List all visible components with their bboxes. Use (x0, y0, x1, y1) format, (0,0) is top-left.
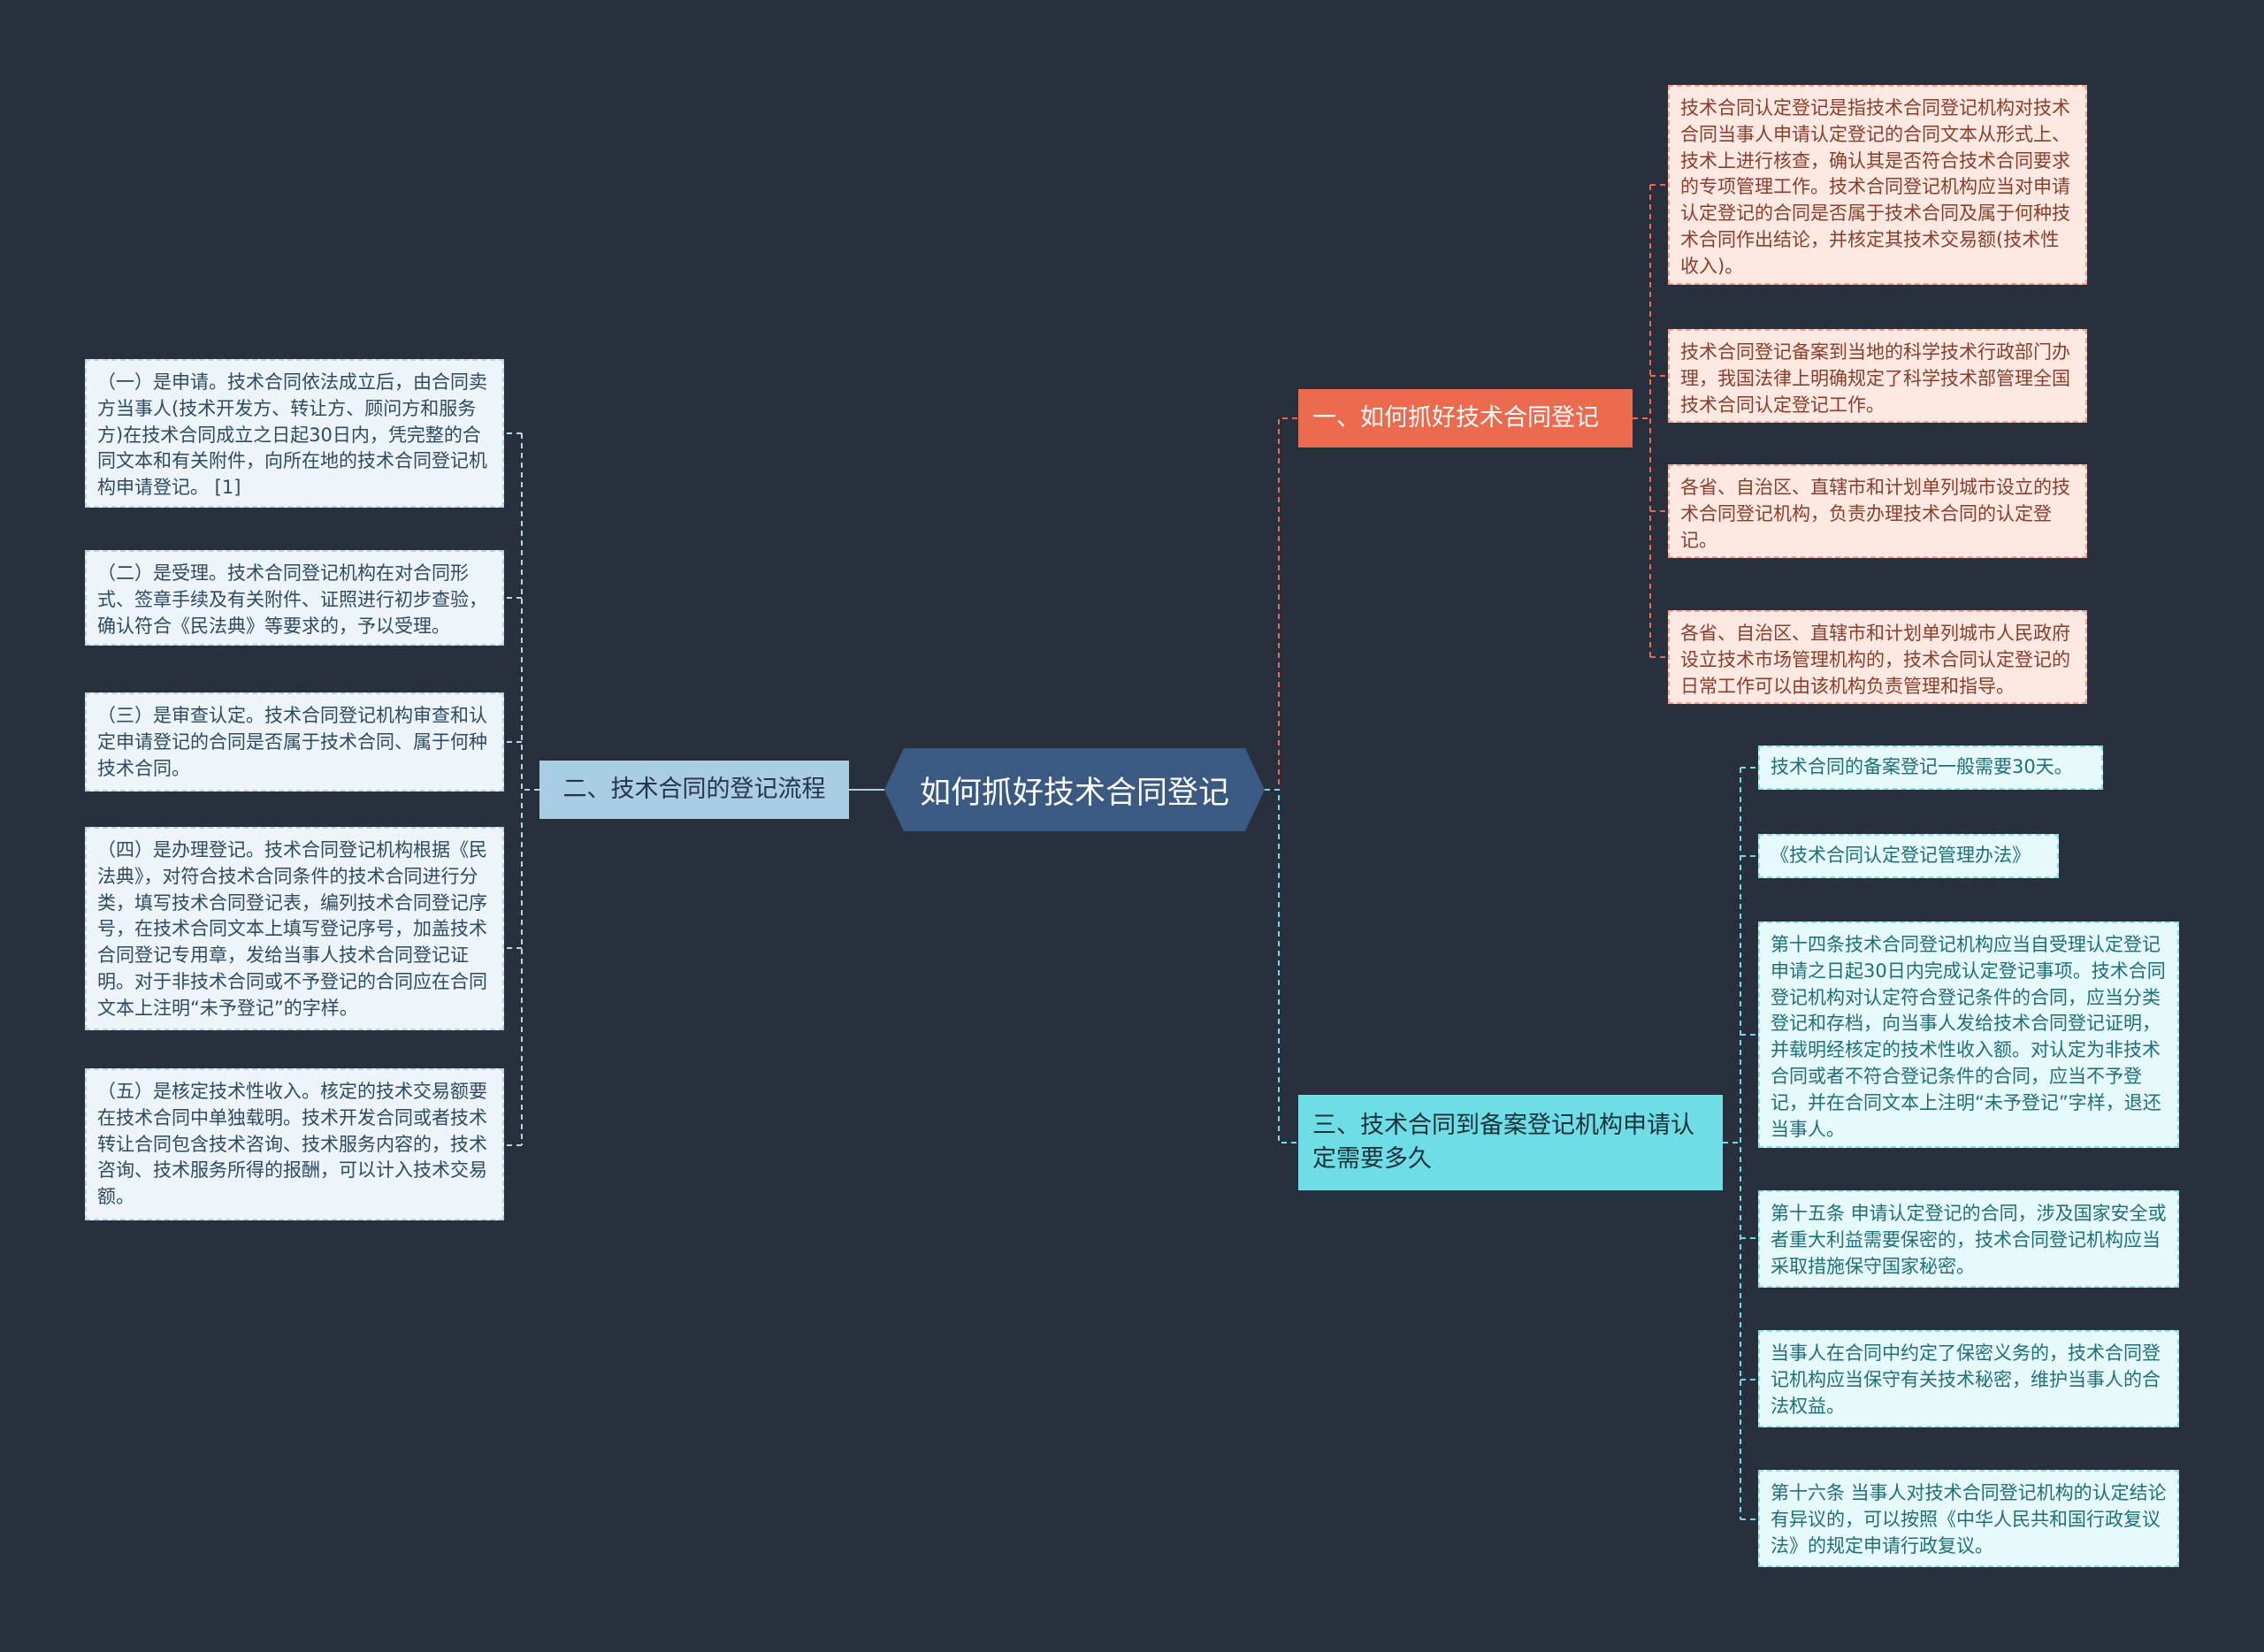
leaf-article-14[interactable]: 第十四条技术合同登记机构应当自受理认定登记申请之日起30日内完成认定登记事项。技… (1758, 922, 2179, 1148)
leaf-step-accept[interactable]: （二）是受理。技术合同登记机构在对合同形式、签章手续及有关附件、证照进行初步查验… (85, 550, 504, 646)
leaf-step-register[interactable]: （四）是办理登记。技术合同登记机构根据《民法典》，对符合技术合同条件的技术合同进… (85, 827, 504, 1030)
leaf-market-management-agency[interactable]: 各省、自治区、直辖市和计划单列城市人民政府设立技术市场管理机构的，技术合同认定登… (1668, 610, 2087, 704)
leaf-step-verify-income[interactable]: （五）是核定技术性收入。核定的技术交易额要在技术合同中单独载明。技术开发合同或者… (85, 1068, 504, 1220)
leaf-confidentiality[interactable]: 当事人在合同中约定了保密义务的，技术合同登记机构应当保守有关技术秘密，维护当事人… (1758, 1330, 2179, 1427)
link-branch-2-leaves (504, 432, 539, 1146)
leaf-article-15[interactable]: 第十五条 申请认定登记的合同，涉及国家安全或者重大利益需要保密的，技术合同登记机… (1758, 1190, 2179, 1288)
leaf-duration-30-days[interactable]: 技术合同的备案登记一般需要30天。 (1758, 746, 2103, 790)
link-root-branch-3 (1265, 789, 1298, 1143)
leaf-article-16[interactable]: 第十六条 当事人对技术合同登记机构的认定结论有异议的，可以按照《中华人民共和国行… (1758, 1470, 2179, 1567)
branch-registration-process[interactable]: 二、技术合同的登记流程 (539, 761, 849, 819)
branch-how-to-register[interactable]: 一、如何抓好技术合同登记 (1298, 389, 1633, 447)
leaf-local-registration-agency[interactable]: 各省、自治区、直辖市和计划单列城市设立的技术合同登记机构，负责办理技术合同的认定… (1668, 464, 2087, 558)
link-branch-3-leaves (1723, 767, 1758, 1520)
link-branch-1-leaves (1633, 184, 1668, 658)
link-root-branch-1 (1265, 417, 1298, 791)
leaf-step-apply[interactable]: （一）是申请。技术合同依法成立后，由合同卖方当事人(技术开发方、转让方、顾问方和… (85, 359, 504, 508)
root-topic[interactable]: 如何抓好技术合同登记 (884, 748, 1265, 831)
leaf-registration-authority[interactable]: 技术合同登记备案到当地的科学技术行政部门办理，我国法律上明确规定了科学技术部管理… (1668, 329, 2087, 423)
leaf-registration-definition[interactable]: 技术合同认定登记是指技术合同登记机构对技术合同当事人申请认定登记的合同文本从形式… (1668, 85, 2087, 285)
leaf-step-review[interactable]: （三）是审查认定。技术合同登记机构审查和认定申请登记的合同是否属于技术合同、属于… (85, 692, 504, 792)
branch-registration-duration[interactable]: 三、技术合同到备案登记机构申请认定需要多久 (1298, 1095, 1723, 1190)
leaf-regulation-title[interactable]: 《技术合同认定登记管理办法》 (1758, 834, 2059, 878)
